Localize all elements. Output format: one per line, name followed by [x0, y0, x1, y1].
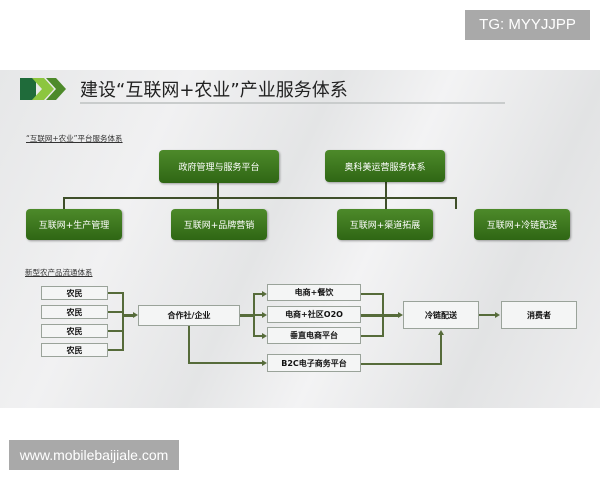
connector: [122, 292, 124, 351]
connector: [479, 314, 496, 316]
connector: [382, 293, 384, 337]
connector: [385, 182, 387, 209]
watermark-tg: TG: MYYJJPP: [465, 10, 590, 40]
connector: [455, 197, 457, 209]
node-b2c-platform: B2C电子商务平台: [267, 354, 361, 372]
title-divider: [80, 102, 505, 104]
node-gov-platform: 政府管理与服务平台: [159, 150, 279, 183]
node-cooperative: 合作社/企业: [138, 305, 240, 326]
connector: [188, 326, 190, 364]
connector: [188, 362, 263, 364]
node-farmer: 农民: [41, 286, 108, 300]
slide-title: 建设“互联网+农业”产业服务体系: [80, 80, 348, 101]
section-label-circulation: 新型农产品流通体系: [25, 268, 93, 277]
section-label-platform: “互联网+农业”平台服务体系: [26, 134, 123, 143]
connector: [122, 314, 134, 317]
arrow-right-icon: [262, 360, 267, 366]
arrow-right-icon: [133, 312, 138, 318]
connector: [63, 197, 65, 209]
connector: [361, 335, 383, 337]
connector: [253, 314, 263, 316]
watermark-url: www.mobilebaijiale.com: [9, 440, 179, 470]
arrow-right-icon: [262, 291, 267, 297]
node-farmer: 农民: [41, 343, 108, 357]
node-consumer: 消费者: [501, 301, 577, 329]
connector: [253, 335, 263, 337]
connector: [240, 314, 254, 317]
node-ecommerce-catering: 电商+餐饮: [267, 284, 361, 301]
arrow-right-icon: [262, 333, 267, 339]
node-production-mgmt: 互联网+生产管理: [26, 209, 122, 240]
node-farmer: 农民: [41, 305, 108, 319]
node-farmer: 农民: [41, 324, 108, 338]
arrow-right-icon: [495, 312, 500, 318]
node-cold-chain-dist: 互联网+冷链配送: [474, 209, 570, 240]
arrow-right-icon: [398, 312, 403, 318]
connector: [108, 292, 124, 294]
connector: [361, 293, 383, 295]
node-ecommerce-o2o: 电商+社区O2O: [267, 306, 361, 323]
connector: [108, 330, 124, 332]
node-vertical-ecommerce: 垂直电商平台: [267, 327, 361, 344]
chevron-arrows-icon: [20, 78, 66, 100]
node-okm-ops: 奥科美运营服务体系: [325, 150, 445, 182]
connector: [253, 293, 263, 295]
node-brand-marketing: 互联网+品牌营销: [171, 209, 267, 240]
node-channel-expansion: 互联网+渠道拓展: [337, 209, 433, 240]
connector: [108, 311, 124, 313]
connector: [440, 335, 442, 365]
connector: [361, 314, 399, 317]
connector: [217, 183, 219, 209]
connector: [108, 349, 124, 351]
arrow-right-icon: [262, 312, 267, 318]
connector-bus: [63, 197, 456, 199]
connector: [361, 363, 442, 365]
node-cold-chain: 冷链配送: [403, 301, 479, 329]
arrow-up-icon: [438, 330, 444, 335]
